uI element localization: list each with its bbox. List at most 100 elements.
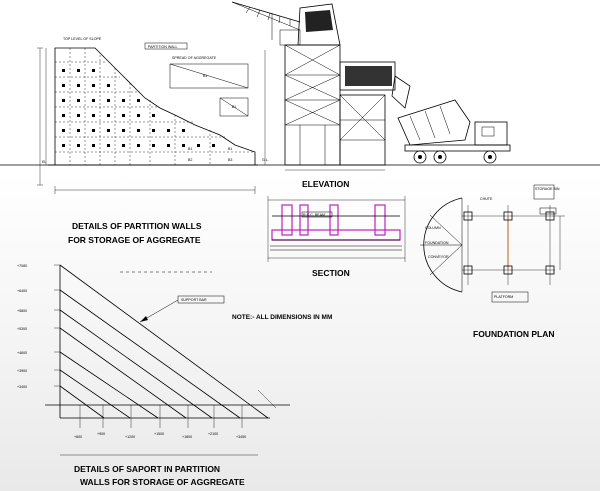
grid-marker <box>92 114 95 117</box>
support-title-line2: WALLS FOR STORAGE OF AGGREGATE <box>80 477 245 487</box>
support-x-tick: +600 <box>74 435 82 439</box>
cell-label-3: B1 <box>188 147 192 151</box>
section-title: SECTION <box>312 268 350 278</box>
grid-marker <box>62 129 65 132</box>
support-y-tick: +3900 <box>17 369 27 373</box>
fp-label-storage-bin: STORAGE BIN <box>535 187 560 191</box>
support-ray <box>59 309 213 419</box>
elevation-title: ELEVATION <box>302 179 349 189</box>
grid-marker <box>92 99 95 102</box>
support-x-tick: +1200 <box>125 435 135 439</box>
partition-wall-diagram: PARTITION WALL TOP LEVEL OF SLOPE SPREAD… <box>37 37 258 245</box>
fp-label-foundation: FOUNDATION <box>425 241 449 245</box>
partition-title-line1: DETAILS OF PARTITION WALLS <box>72 221 202 231</box>
support-y-tick: +5800 <box>17 309 27 313</box>
grid-marker <box>212 144 215 147</box>
mixer-truck <box>397 99 511 164</box>
grid-marker <box>62 144 65 147</box>
grid-marker <box>137 129 140 132</box>
support-bar-label: SUPPORT BAR <box>181 298 207 302</box>
grid-marker <box>62 69 65 72</box>
grid-marker <box>107 144 110 147</box>
support-ray <box>59 264 269 419</box>
section-diagram: R.C.C. BEAM SECTION <box>267 196 406 278</box>
fp-label-conveyor: CONVEYOR <box>428 255 449 259</box>
cell-label-1: B1 <box>203 74 207 78</box>
grid-marker <box>122 129 125 132</box>
beam-label: R.C.C. BEAM <box>303 213 325 217</box>
grid-marker <box>122 144 125 147</box>
support-x-tick: +1500 <box>154 432 164 436</box>
grid-marker <box>62 114 65 117</box>
grid-marker <box>92 144 95 147</box>
foundation-plan-diagram: FOUNDATION COLUMN CHUTE CONVEYOR STORAGE… <box>420 184 565 339</box>
support-x-tick: +3450 <box>236 435 246 439</box>
grid-marker <box>62 99 65 102</box>
grid-marker <box>77 114 80 117</box>
support-ray <box>59 385 105 419</box>
grid-marker <box>107 129 110 132</box>
partition-title-line2: FOR STORAGE OF AGGREGATE <box>68 235 201 245</box>
support-y-tick: +6400 <box>17 289 27 293</box>
support-x-tick: +2100 <box>208 432 218 436</box>
grid-marker <box>137 114 140 117</box>
grid-marker <box>152 129 155 132</box>
grid-marker <box>167 144 170 147</box>
support-y-tick: +7080 <box>17 264 27 268</box>
support-bar-box <box>177 295 225 304</box>
grid-marker <box>107 84 110 87</box>
support-y-tick: +4600 <box>17 351 27 355</box>
support-y-tick: +5300 <box>17 327 27 331</box>
cell-label-6: B3 <box>228 158 232 162</box>
cell-box-b1 <box>169 63 249 89</box>
grid-marker <box>122 99 125 102</box>
foundation-title: FOUNDATION PLAN <box>473 329 555 339</box>
grid-marker <box>77 69 80 72</box>
dimensions-note: NOTE:- ALL DIMENSIONS IN MM <box>232 314 332 321</box>
spread-label: SPREAD OF AGGREGATE <box>172 56 217 60</box>
fp-label-chute: CHUTE <box>480 197 493 201</box>
grid-marker <box>197 144 200 147</box>
grid-marker <box>107 99 110 102</box>
grid-marker <box>77 129 80 132</box>
grid-marker <box>137 99 140 102</box>
grid-marker <box>77 84 80 87</box>
grid-marker <box>92 84 95 87</box>
fp-label-column: COLUMN <box>425 226 441 230</box>
support-ray <box>59 289 241 419</box>
support-y-tick: +3400 <box>17 385 27 389</box>
grid-marker <box>152 114 155 117</box>
cell-label-2: B1 <box>232 105 236 109</box>
grid-marker <box>122 114 125 117</box>
grid-marker <box>167 129 170 132</box>
cell-label-5: B2 <box>188 158 192 162</box>
fp-label-platform: PLATFORM <box>494 295 513 299</box>
grid-marker <box>182 144 185 147</box>
grid-marker <box>182 129 185 132</box>
support-x-tick: +1800 <box>182 435 192 439</box>
support-title-line1: DETAILS OF SAPORT IN PARTITION <box>74 464 220 474</box>
support-x-tick: +900 <box>97 432 105 436</box>
cell-box-b2 <box>219 97 249 117</box>
grid-marker <box>92 69 95 72</box>
grid-marker <box>92 129 95 132</box>
support-ray <box>59 351 159 419</box>
el-label: EL <box>42 160 46 164</box>
elevation-diagram: ELEVATION <box>231 1 511 189</box>
support-ray <box>59 369 131 419</box>
grid-marker <box>62 84 65 87</box>
grid-marker <box>77 144 80 147</box>
grid-marker <box>77 99 80 102</box>
grid-marker <box>137 144 140 147</box>
partition-wall-box-label: PARTITION WALL <box>148 45 178 49</box>
top-level-label: TOP LEVEL OF SLOPE <box>63 37 102 41</box>
gl-label: G.L. <box>262 158 269 162</box>
grid-marker <box>152 144 155 147</box>
cell-label-4: B1 <box>228 147 232 151</box>
support-diagram: +7080 +6400 +5800 +5300 +4600 +3900 +3400 +600 +… <box>17 264 290 487</box>
partition-wall-box <box>144 42 188 50</box>
grid-marker <box>107 114 110 117</box>
support-ray <box>59 327 187 419</box>
